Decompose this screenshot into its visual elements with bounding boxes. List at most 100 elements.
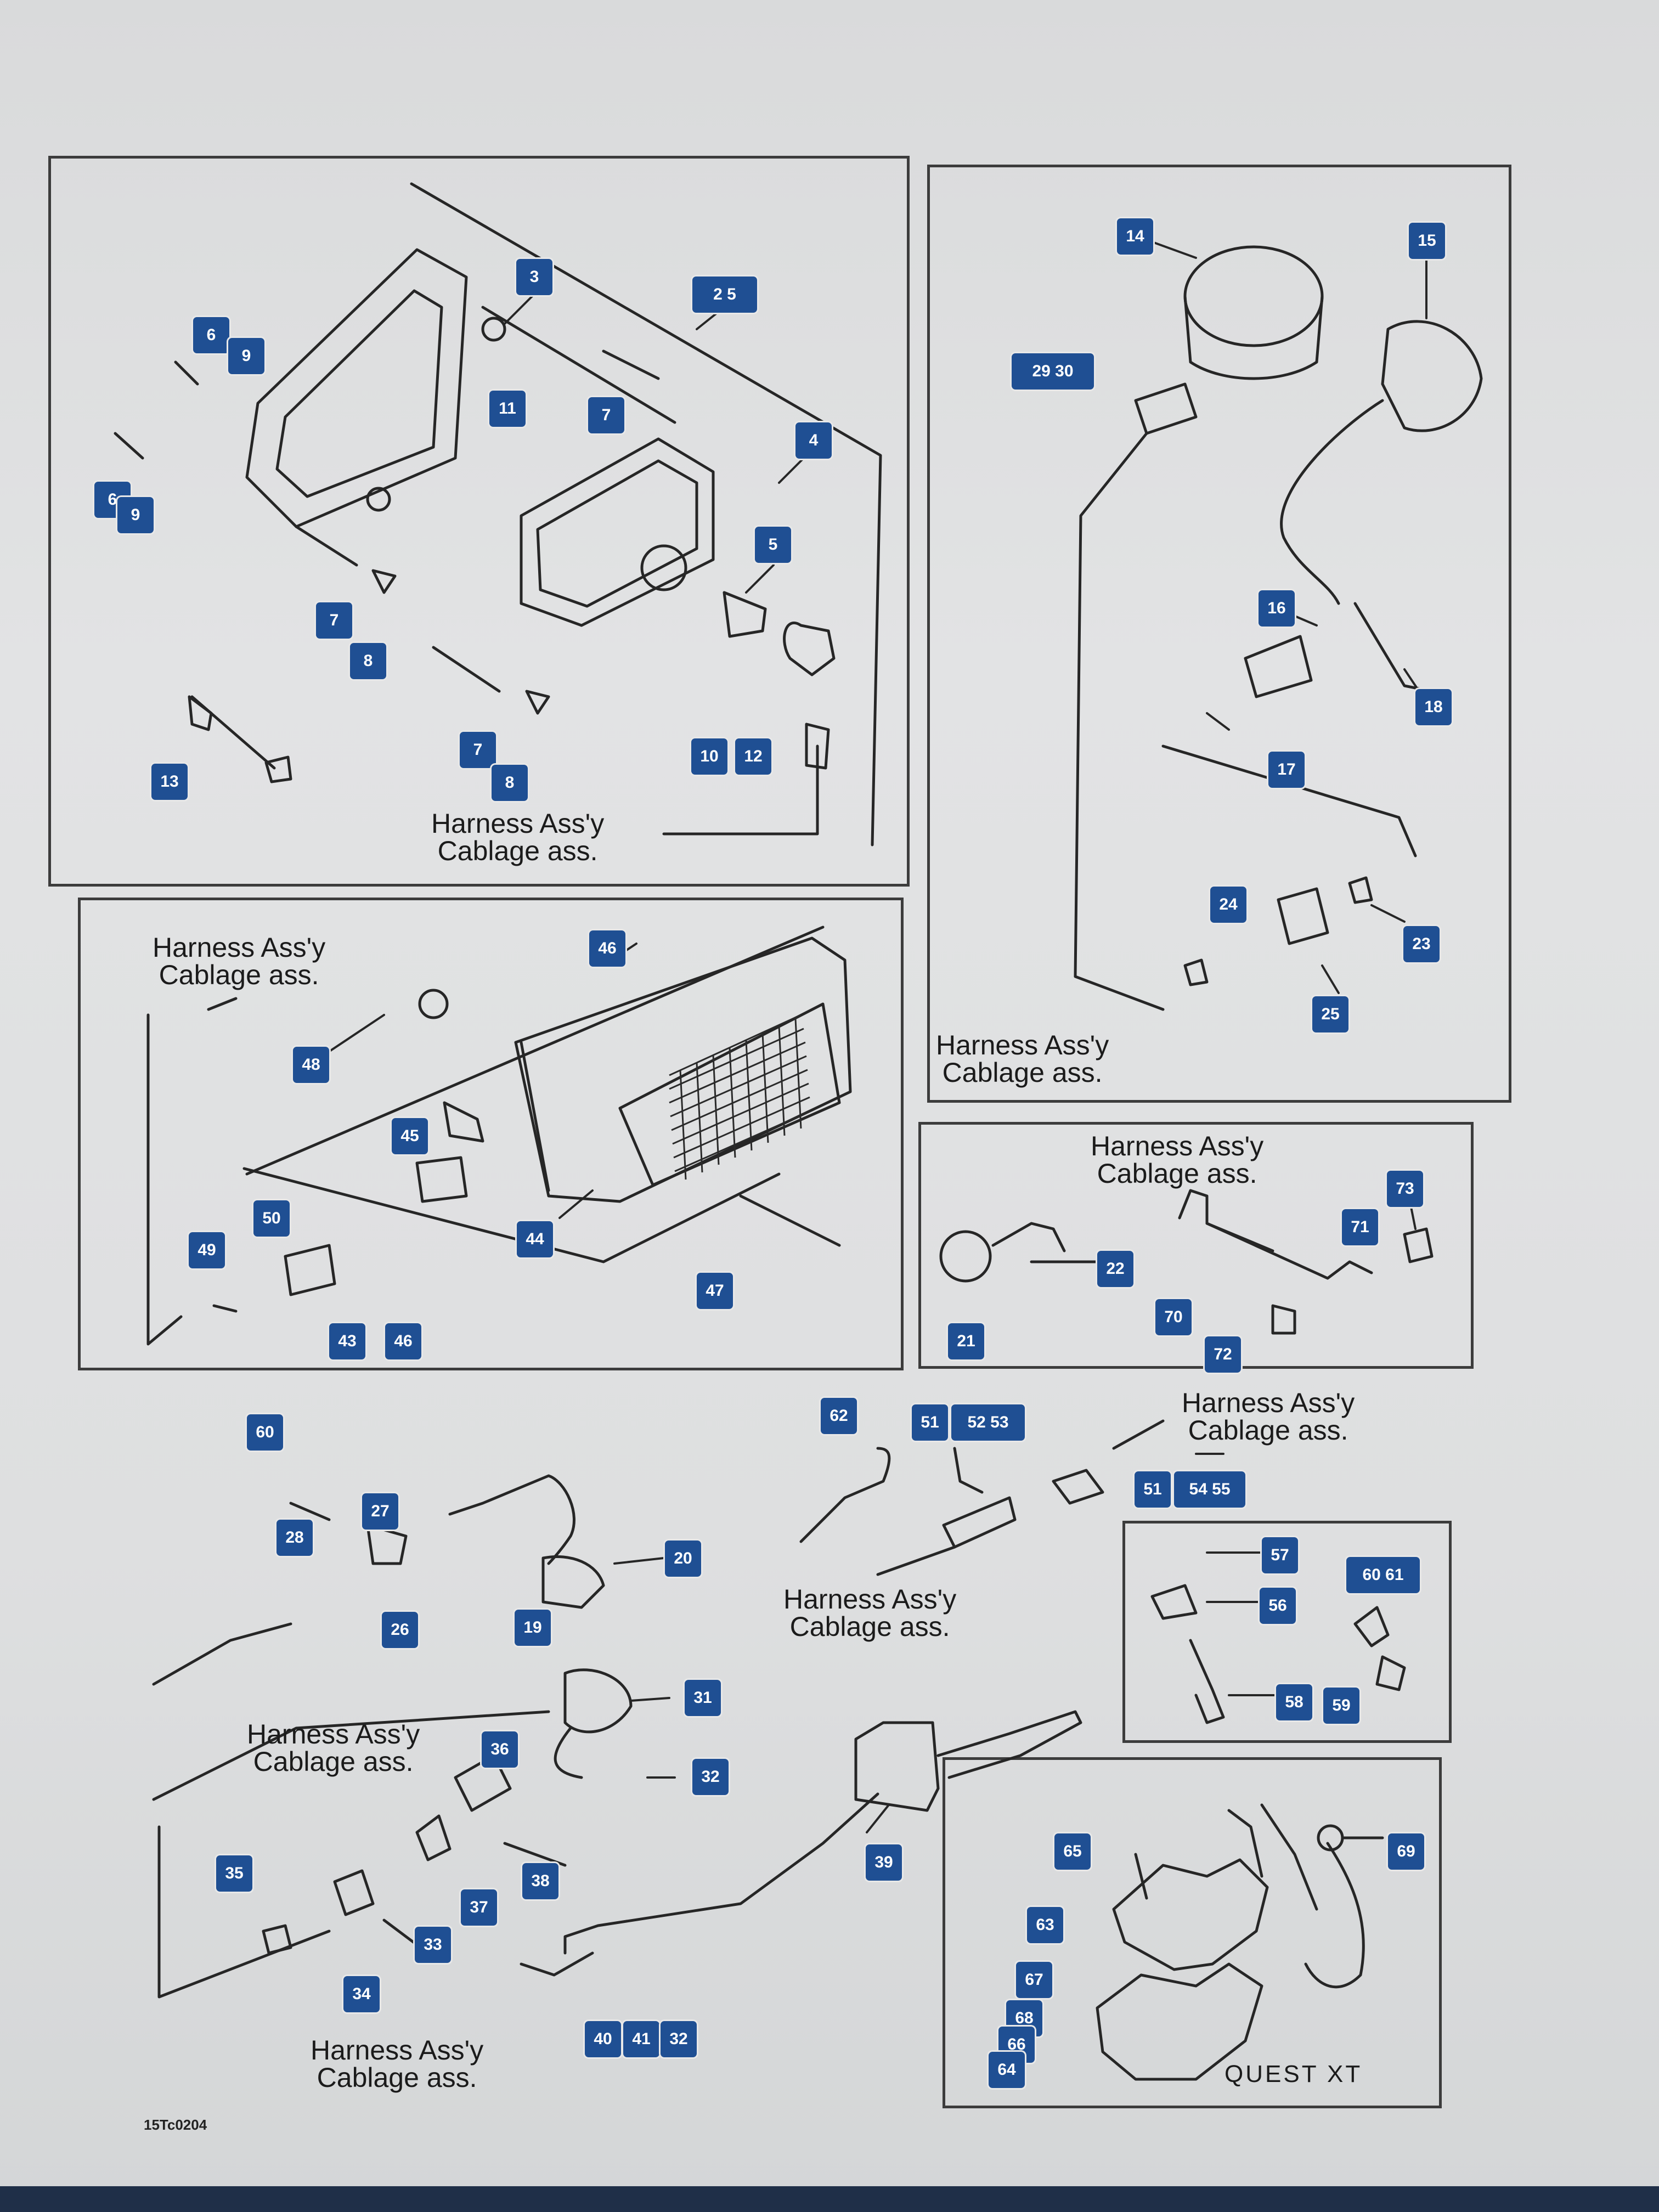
callout-63[interactable]: 63 xyxy=(1027,1907,1063,1943)
callout-31[interactable]: 31 xyxy=(685,1680,721,1716)
callout-5[interactable]: 5 xyxy=(755,527,791,563)
callout-22[interactable]: 22 xyxy=(1097,1251,1133,1287)
callout-20[interactable]: 20 xyxy=(665,1541,701,1577)
callout-26[interactable]: 26 xyxy=(382,1612,418,1648)
callout-12[interactable]: 12 xyxy=(735,738,771,775)
callout-57[interactable]: 57 xyxy=(1262,1537,1298,1573)
callout-60[interactable]: 60 xyxy=(247,1414,283,1451)
callout-23[interactable]: 23 xyxy=(1403,926,1440,962)
callout-43[interactable]: 43 xyxy=(329,1323,365,1359)
ties-drawing xyxy=(1150,1584,1406,1724)
panel-headlight xyxy=(48,156,910,887)
callout-13[interactable]: 13 xyxy=(151,764,188,800)
callout-58[interactable]: 58 xyxy=(1276,1684,1312,1720)
callout-72[interactable]: 72 xyxy=(1205,1336,1241,1373)
panel-carburetor xyxy=(943,1757,1442,2108)
brake-lever-drawing xyxy=(563,1710,1082,1955)
callout-19[interactable]: 19 xyxy=(515,1610,551,1646)
callout-65[interactable]: 65 xyxy=(1054,1833,1091,1870)
callout-56[interactable]: 56 xyxy=(1260,1588,1296,1624)
callout-37[interactable]: 37 xyxy=(461,1889,497,1926)
headlight-bezel-drawing xyxy=(245,182,882,847)
sensor-drawing xyxy=(939,1189,1434,1335)
callout-24[interactable]: 24 xyxy=(1210,887,1246,923)
callout-18[interactable]: 18 xyxy=(1415,689,1452,725)
callout-9[interactable]: 9 xyxy=(228,338,264,374)
callout-33[interactable]: 33 xyxy=(415,1927,451,1963)
panel-sensors xyxy=(918,1122,1474,1369)
callout-70[interactable]: 70 xyxy=(1155,1299,1192,1335)
callout-8[interactable]: 8 xyxy=(350,643,386,679)
callout-38[interactable]: 38 xyxy=(522,1863,558,1899)
callout-10[interactable]: 10 xyxy=(691,738,727,775)
headlight-hardware-drawing xyxy=(114,349,660,783)
callout-49[interactable]: 49 xyxy=(189,1232,225,1268)
callout-28[interactable]: 28 xyxy=(276,1520,313,1556)
callout-36[interactable]: 36 xyxy=(482,1731,518,1768)
callout-14[interactable]: 14 xyxy=(1117,218,1153,255)
callout-25[interactable]: 25 xyxy=(1312,996,1348,1032)
callout-32[interactable]: 32 xyxy=(692,1759,729,1795)
callout-2-5[interactable]: 2 5 xyxy=(692,276,757,313)
callout-52-53[interactable]: 52 53 xyxy=(951,1404,1025,1441)
callout-4[interactable]: 4 xyxy=(795,422,832,459)
panel-taillight xyxy=(78,898,904,1370)
callout-9[interactable]: 9 xyxy=(117,497,154,533)
callout-7[interactable]: 7 xyxy=(460,732,496,768)
callout-51[interactable]: 51 xyxy=(912,1404,948,1441)
callout-39[interactable]: 39 xyxy=(866,1844,902,1881)
callout-16[interactable]: 16 xyxy=(1259,590,1295,627)
callout-69[interactable]: 69 xyxy=(1388,1833,1424,1870)
callout-48[interactable]: 48 xyxy=(293,1047,329,1083)
callout-59[interactable]: 59 xyxy=(1323,1688,1359,1724)
callout-7[interactable]: 7 xyxy=(316,602,352,639)
callout-34[interactable]: 34 xyxy=(343,1976,380,2012)
callout-21[interactable]: 21 xyxy=(948,1323,984,1359)
callout-46[interactable]: 46 xyxy=(385,1323,421,1359)
callout-27[interactable]: 27 xyxy=(362,1493,398,1530)
document-code: 15Tc0204 xyxy=(144,2117,207,2133)
callout-6[interactable]: 6 xyxy=(193,317,229,353)
callout-3[interactable]: 3 xyxy=(516,259,552,295)
callout-leaders xyxy=(325,235,1427,1833)
callout-41[interactable]: 41 xyxy=(623,2021,659,2057)
callout-32[interactable]: 32 xyxy=(661,2021,697,2057)
panel-ties xyxy=(1122,1521,1452,1743)
callout-67[interactable]: 67 xyxy=(1016,1962,1052,1998)
callout-29-30[interactable]: 29 30 xyxy=(1012,353,1094,390)
callout-35[interactable]: 35 xyxy=(216,1855,252,1892)
callout-73[interactable]: 73 xyxy=(1387,1171,1423,1207)
callout-54-55[interactable]: 54 55 xyxy=(1174,1471,1245,1508)
screen-bezel xyxy=(0,2186,1659,2212)
callout-17[interactable]: 17 xyxy=(1268,752,1305,788)
callout-8[interactable]: 8 xyxy=(492,765,528,801)
callout-15[interactable]: 15 xyxy=(1409,223,1445,259)
grille-texture xyxy=(669,1014,811,1180)
callout-47[interactable]: 47 xyxy=(697,1273,733,1309)
panel-gauges xyxy=(927,165,1511,1103)
callout-45[interactable]: 45 xyxy=(392,1118,428,1154)
callout-11[interactable]: 11 xyxy=(489,391,526,427)
callout-64[interactable]: 64 xyxy=(989,2052,1025,2088)
callout-71[interactable]: 71 xyxy=(1342,1209,1378,1245)
callout-51[interactable]: 51 xyxy=(1135,1471,1171,1508)
callout-7[interactable]: 7 xyxy=(588,397,624,433)
callout-44[interactable]: 44 xyxy=(517,1221,553,1257)
callout-40[interactable]: 40 xyxy=(585,2021,621,2057)
gauges-drawing xyxy=(1074,245,1483,1011)
callout-62[interactable]: 62 xyxy=(821,1398,857,1434)
callout-50[interactable]: 50 xyxy=(253,1200,290,1237)
callout-60-61[interactable]: 60 61 xyxy=(1346,1557,1420,1593)
callout-46[interactable]: 46 xyxy=(589,930,625,967)
headlamp-housing-drawing xyxy=(520,437,836,770)
switch-drawing xyxy=(152,1474,633,1999)
